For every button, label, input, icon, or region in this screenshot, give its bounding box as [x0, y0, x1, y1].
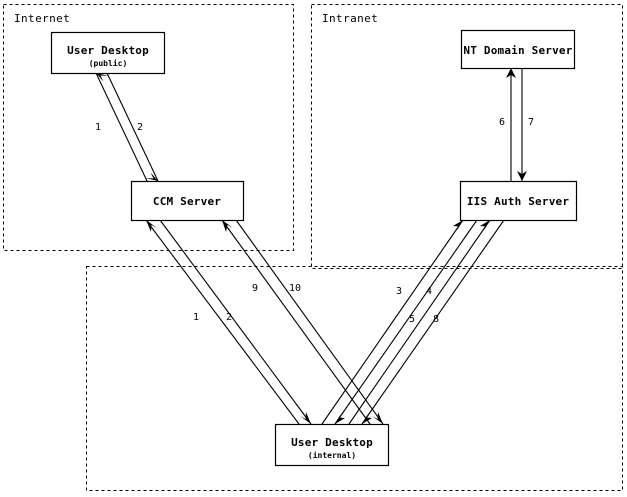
edge-label-group: 1 2 6 7 9 10 3 4 5 8 1 2: [95, 117, 534, 325]
edge-label-9: 9: [252, 283, 258, 294]
zone-internet-border: [3, 4, 294, 251]
node-user-desktop-public-subtitle: (public): [89, 58, 128, 68]
flow-4-iis-to-internal: [334, 219, 478, 425]
flow-2-ccm-to-public-line: [95, 72, 148, 182]
node-user-desktop-public-box[interactable]: [50, 31, 166, 75]
flow-3-internal-to-iis-line: [321, 219, 464, 425]
flow-8-iis-to-internal-line: [361, 219, 505, 425]
node-ccm-server[interactable]: CCM Server: [130, 180, 245, 222]
flow-3-internal-to-iis-arrowhead: [453, 220, 463, 232]
edge-label-4: 4: [426, 286, 432, 297]
node-iis-auth-server[interactable]: IIS Auth Server: [459, 180, 578, 222]
zone-internet-label: Internet: [14, 12, 70, 25]
zone-intranet-label: Intranet: [322, 12, 378, 25]
edge-label-2-internal: 2: [226, 312, 232, 323]
flow-2-ccm-to-public: [95, 72, 148, 182]
flow-9-internal-to-ccm: [221, 219, 371, 425]
flow-6-iis-to-nt-arrowhead: [506, 68, 516, 78]
zone-internal-border: [86, 266, 623, 491]
flow-10-ccm-to-internal-arrowhead: [372, 412, 383, 424]
node-user-desktop-internal[interactable]: User Desktop (internal): [274, 423, 390, 467]
node-nt-domain-server-box[interactable]: [460, 29, 576, 70]
node-ccm-server-title: CCM Server: [153, 195, 221, 208]
edge-label-3: 3: [396, 286, 402, 297]
flow-1-internal-to-ccm-line: [145, 219, 300, 425]
flow-1-public-to-ccm: [106, 72, 159, 182]
flow-2-ccm-to-internal: [159, 219, 312, 425]
flow-5-internal-to-iis-line: [348, 219, 491, 425]
node-nt-domain-server[interactable]: NT Domain Server: [460, 29, 576, 70]
node-ccm-server-box[interactable]: [130, 180, 245, 222]
flow-10-ccm-to-internal: [235, 219, 384, 425]
flow-6-iis-to-nt: [506, 68, 516, 181]
zone-internet: Internet: [3, 4, 294, 251]
edge-label-1-internal: 1: [193, 312, 199, 323]
flow-10-ccm-to-internal-line: [235, 219, 384, 425]
node-user-desktop-public-title: User Desktop: [67, 44, 149, 57]
node-iis-auth-server-box[interactable]: [459, 180, 578, 222]
flow-1-public-to-ccm-line: [106, 72, 159, 182]
node-user-desktop-internal-title: User Desktop: [291, 436, 373, 449]
edge-label-6: 6: [499, 117, 505, 128]
flow-8-iis-to-internal: [361, 219, 505, 425]
node-iis-auth-server-title: IIS Auth Server: [467, 195, 570, 208]
edge-label-1-public: 1: [95, 122, 101, 133]
node-user-desktop-internal-subtitle: (internal): [308, 450, 356, 460]
zone-intranet: Intranet: [311, 4, 623, 269]
flow-7-nt-to-iis-arrowhead: [517, 171, 527, 181]
edge-label-8: 8: [433, 314, 439, 325]
edge-label-7: 7: [528, 117, 534, 128]
flow-9-internal-to-ccm-arrowhead: [222, 220, 233, 232]
flow-5-internal-to-iis: [348, 219, 491, 425]
flow-1-internal-to-ccm-arrowhead: [146, 220, 157, 232]
zone-internal: [86, 266, 623, 491]
flow-8-iis-to-internal-arrowhead: [362, 412, 372, 424]
node-nt-domain-server-title: NT Domain Server: [463, 44, 572, 57]
edge-label-5: 5: [409, 314, 415, 325]
edge-label-10: 10: [289, 283, 301, 294]
flow-1-internal-to-ccm: [145, 219, 300, 425]
flow-4-iis-to-internal-arrowhead: [335, 412, 345, 424]
flow-3-internal-to-iis: [321, 219, 464, 425]
flow-4-iis-to-internal-line: [334, 219, 478, 425]
edge-label-2-public: 2: [137, 122, 143, 133]
flow-2-ccm-to-public-arrowhead: [96, 73, 109, 82]
flow-2-ccm-to-internal-line: [159, 219, 312, 425]
flow-9-internal-to-ccm-line: [221, 219, 371, 425]
flow-7-nt-to-iis: [517, 68, 527, 181]
flow-2-ccm-to-internal-arrowhead: [300, 412, 311, 424]
flow-5-internal-to-iis-arrowhead: [480, 220, 490, 232]
node-user-desktop-public[interactable]: User Desktop (public): [50, 31, 166, 75]
flow-1-public-to-ccm-arrowhead: [145, 172, 158, 181]
node-user-desktop-internal-box[interactable]: [274, 423, 390, 467]
